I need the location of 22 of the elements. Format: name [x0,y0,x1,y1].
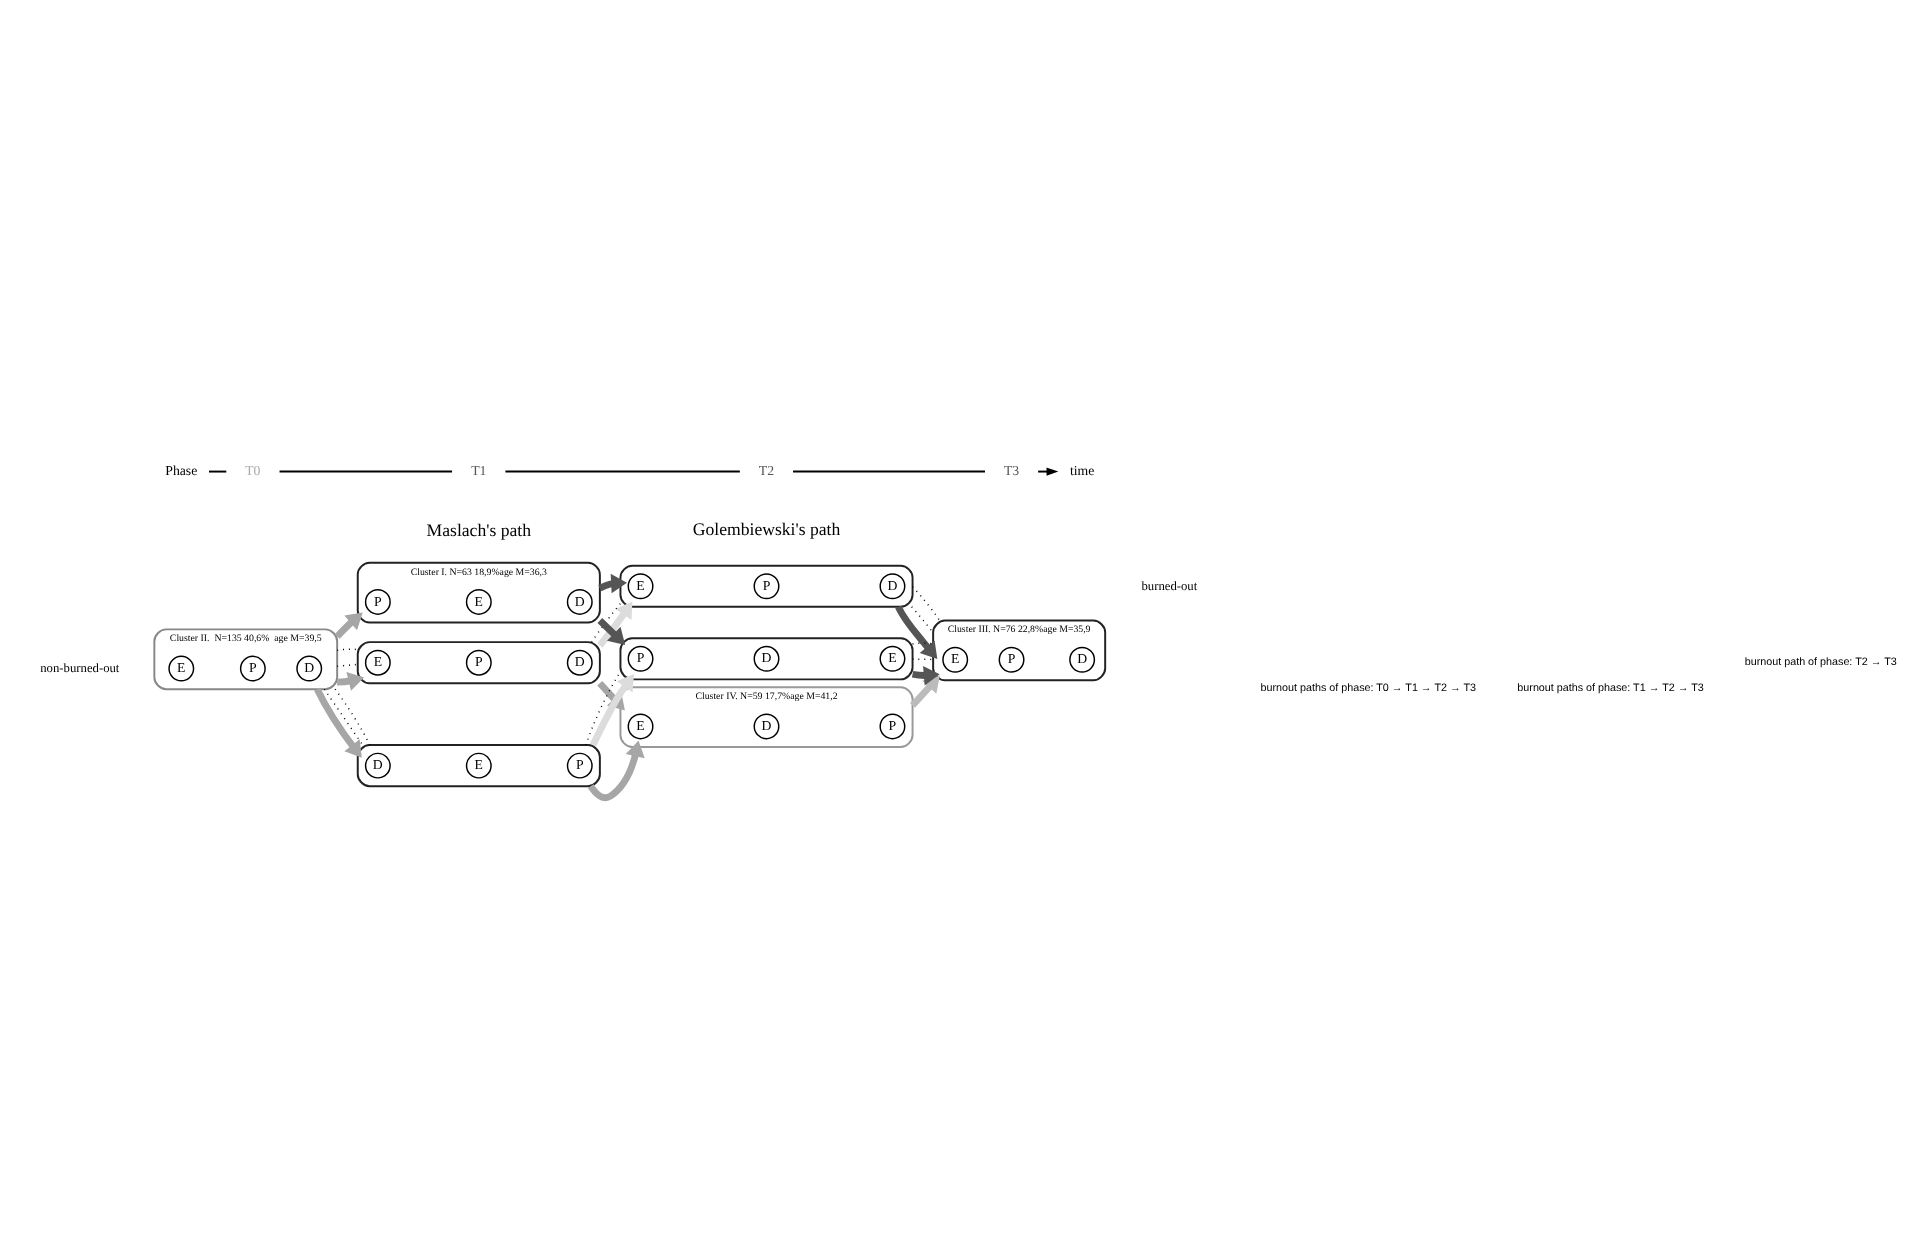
arrow [587,740,645,802]
connector [336,648,359,652]
arrow [597,617,626,645]
connector [911,642,934,645]
arrow [910,675,940,708]
cluster [356,641,601,685]
arrow [589,674,635,747]
connector [911,585,941,622]
arrow [314,687,362,758]
connector [590,602,622,643]
connector [910,606,934,634]
cluster [356,744,601,788]
connector [323,688,364,746]
arrow [334,612,363,639]
cluster [619,564,914,608]
connector [585,670,622,746]
connector [334,688,371,746]
arrow [895,605,938,659]
arrow [597,601,633,648]
label: Maslach's path [426,519,532,540]
label: Golembiewski's path [692,518,841,539]
cluster [619,637,914,681]
